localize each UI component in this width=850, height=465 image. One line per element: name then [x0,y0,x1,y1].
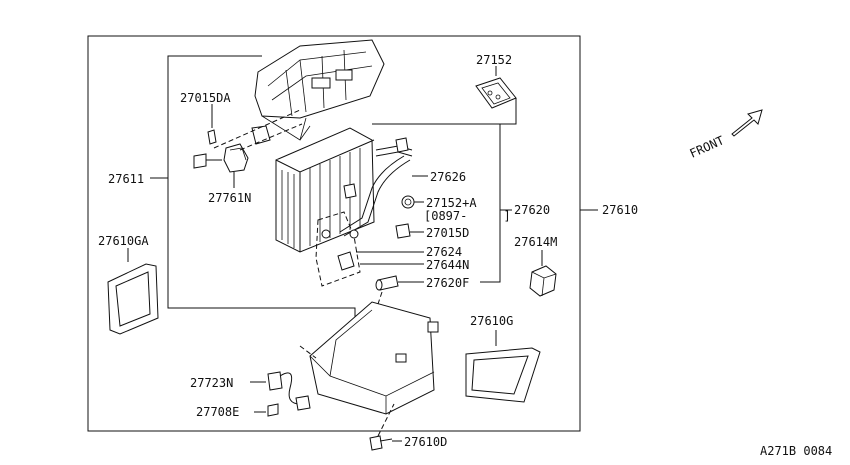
label-27610GA: 27610GA [98,234,149,248]
clip-27708E-part [267,403,279,417]
resistor-27761N-part [193,125,271,173]
label-27620: 27620 [514,203,550,217]
label-27610D: 27610D [404,435,447,449]
evaporator-core-part [275,127,375,253]
label-27610G: 27610G [470,314,513,328]
label-27610: 27610 [602,203,638,217]
label-27624: 27624 [426,245,462,259]
front-arrow-icon [731,109,763,137]
grommet-27614M-part [529,265,557,297]
label-27614M: 27614M [514,235,557,249]
expansion-valve-27624-part [315,211,361,287]
drain-hose-27723N-part [267,371,311,411]
label-27611: 27611 [108,172,144,186]
label-0897: [0897- ] [424,209,511,223]
clip-27015D-part [395,223,411,239]
screw-27610D-part [369,435,393,451]
assembly-frame [87,35,581,432]
pipe-27626-part [339,137,413,237]
label-27152: 27152 [476,53,512,67]
upper-case-part [254,39,385,141]
label-27644N: 27644N [426,258,469,272]
label-27708E: 27708E [196,405,239,419]
clip-27015DA-part [207,129,217,145]
label-27723N: 27723N [190,376,233,390]
pad-27152-part [475,77,517,109]
o-ring-27152A-part [401,195,415,209]
front-label: FRONT [688,133,727,160]
lower-case-part [309,301,439,415]
label-27015DA: 27015DA [180,91,231,105]
label-27620F: 27620F [426,276,469,290]
filter-27620F-part [375,275,399,291]
filter-frame-27610GA-part [107,263,159,335]
filter-frame-27610G-part [465,347,541,403]
label-27152A: 27152+A [426,196,477,210]
label-27015D: 27015D [426,226,469,240]
label-27761N: 27761N [208,191,251,205]
label-27626: 27626 [430,170,466,184]
diagram-code: A271B 0084 [760,444,832,458]
